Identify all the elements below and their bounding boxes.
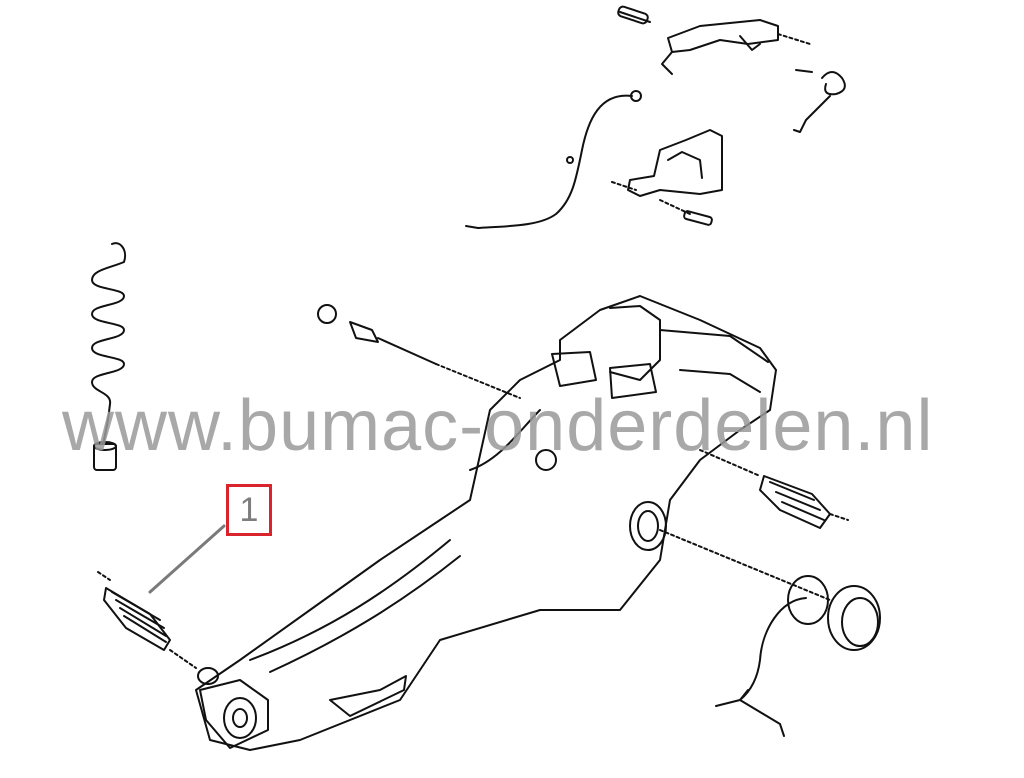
callout-leader-line xyxy=(148,524,226,594)
throttle-trigger xyxy=(617,5,811,75)
screw-and-rod xyxy=(317,304,521,399)
av-spring-part-1 xyxy=(97,571,197,669)
crankcase-body xyxy=(195,295,777,751)
throttle-cable xyxy=(465,90,642,229)
part-number-label: 1 xyxy=(239,490,259,529)
trigger-spring xyxy=(793,69,846,133)
coil-spring-large xyxy=(91,242,126,471)
av-buffer-right xyxy=(699,449,849,529)
front-mount xyxy=(197,667,269,749)
fuel-cap xyxy=(659,529,881,737)
part-number-callout[interactable]: 1 xyxy=(226,484,272,536)
throttle-lockout xyxy=(611,129,723,226)
